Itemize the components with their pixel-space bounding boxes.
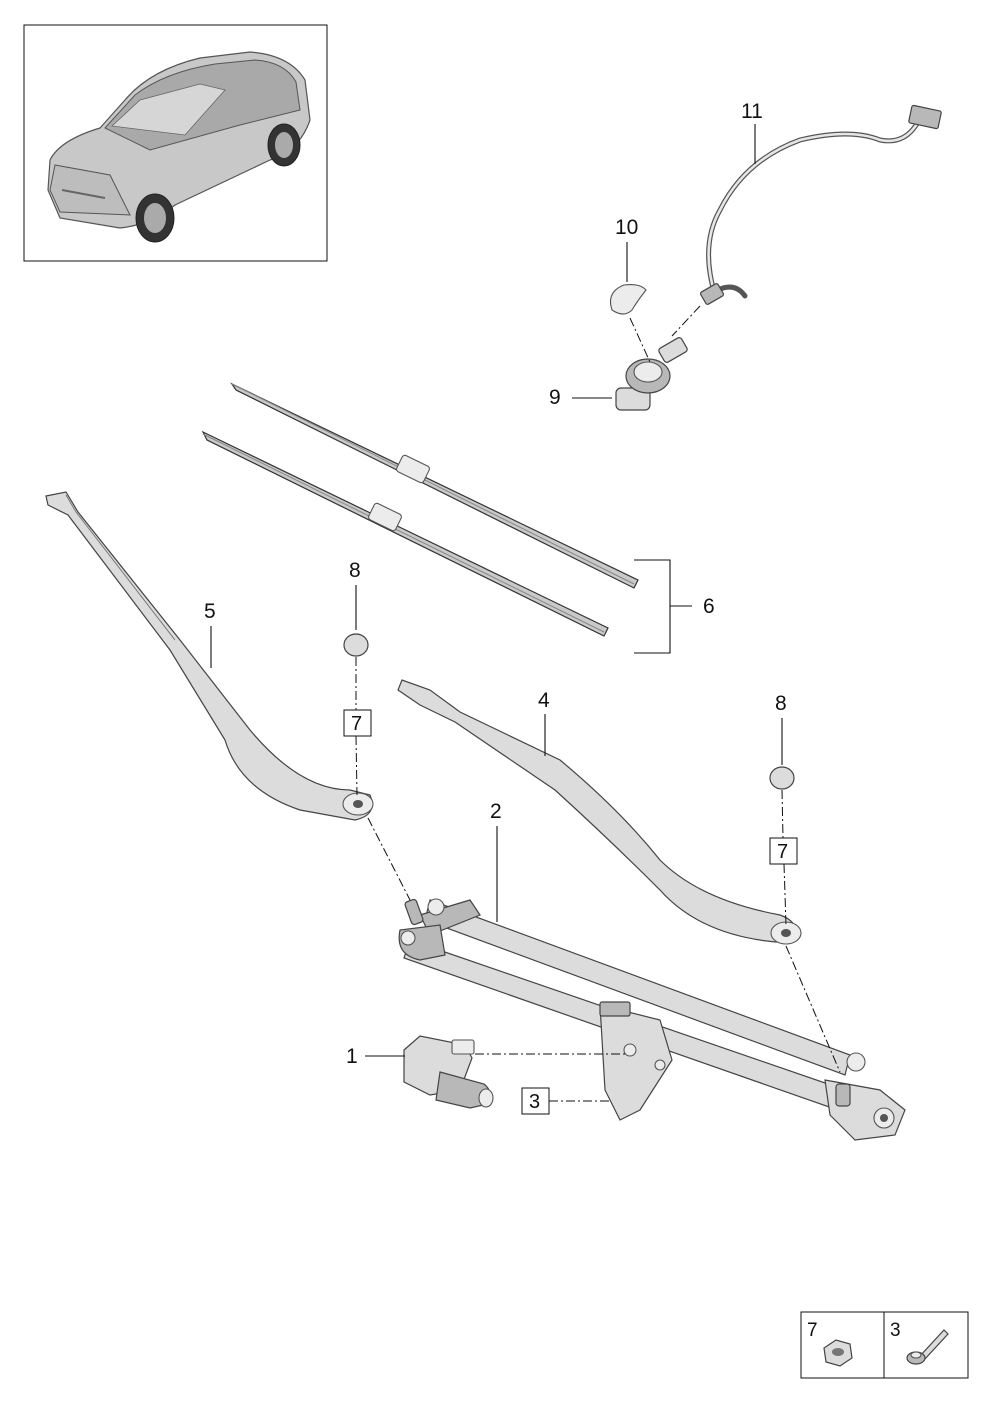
cover-cap-left[interactable] — [343, 633, 369, 657]
cover-cap-icon — [343, 633, 369, 657]
flange-bolt-icon — [906, 1329, 949, 1365]
sensor-icon — [615, 337, 688, 411]
wiper-arm-right[interactable] — [397, 679, 802, 945]
callout-11: 11 — [741, 100, 763, 123]
wiring-harness-icon — [706, 119, 921, 298]
legend-cell-7[interactable]: 7 — [807, 1320, 853, 1367]
ref-box-7-left[interactable]: 7 — [343, 709, 372, 737]
boxed-refs: 7 7 3 — [343, 709, 798, 1115]
sensor-cover[interactable] — [609, 284, 647, 315]
wiring-harness[interactable] — [699, 104, 942, 305]
legend-cell-3[interactable]: 3 — [890, 1320, 949, 1365]
callout-8-right: 8 — [775, 692, 787, 715]
wiper-motor[interactable] — [403, 1035, 494, 1109]
callout-9: 9 — [549, 386, 561, 409]
flange-nut-icon — [823, 1339, 853, 1367]
cover-cap-icon — [769, 766, 795, 790]
callout-4: 4 — [538, 689, 550, 712]
callout-6: 6 — [703, 595, 715, 618]
ref-box-3[interactable]: 3 — [521, 1087, 550, 1115]
vehicle-thumbnail — [23, 24, 328, 262]
wiper-arm-left[interactable] — [45, 491, 374, 821]
wiper-blade-set-icon — [201, 382, 639, 637]
svg-text:7: 7 — [351, 713, 362, 735]
wiper-blade-set[interactable] — [201, 382, 639, 637]
wiper-arm-right-icon — [397, 679, 802, 945]
wiper-linkage-frame[interactable] — [398, 898, 906, 1141]
sensor-cover-icon — [609, 284, 647, 315]
svg-text:3: 3 — [529, 1091, 540, 1113]
wiper-linkage-frame-icon — [398, 898, 906, 1141]
callout-1: 1 — [346, 1045, 358, 1068]
callout-10: 10 — [615, 216, 638, 239]
sensor[interactable] — [615, 337, 688, 411]
svg-text:7: 7 — [807, 1320, 818, 1341]
svg-text:3: 3 — [890, 1320, 901, 1341]
thumbnail-frame — [23, 24, 328, 262]
callout-2: 2 — [490, 800, 502, 823]
callout-8-left: 8 — [349, 559, 361, 582]
ref-box-7-right[interactable]: 7 — [769, 837, 798, 865]
svg-text:7: 7 — [777, 841, 788, 863]
wiper-arm-left-icon — [45, 491, 374, 821]
assembly-guides — [355, 657, 841, 1073]
cover-cap-right[interactable] — [769, 766, 795, 790]
callouts: 11 10 9 6 8 5 4 8 2 1 — [204, 100, 787, 1068]
callout-5: 5 — [204, 600, 216, 623]
car-illustration-icon — [47, 51, 311, 243]
wiper-motor-icon — [403, 1035, 494, 1109]
small-parts-legend: 7 3 — [800, 1311, 969, 1379]
